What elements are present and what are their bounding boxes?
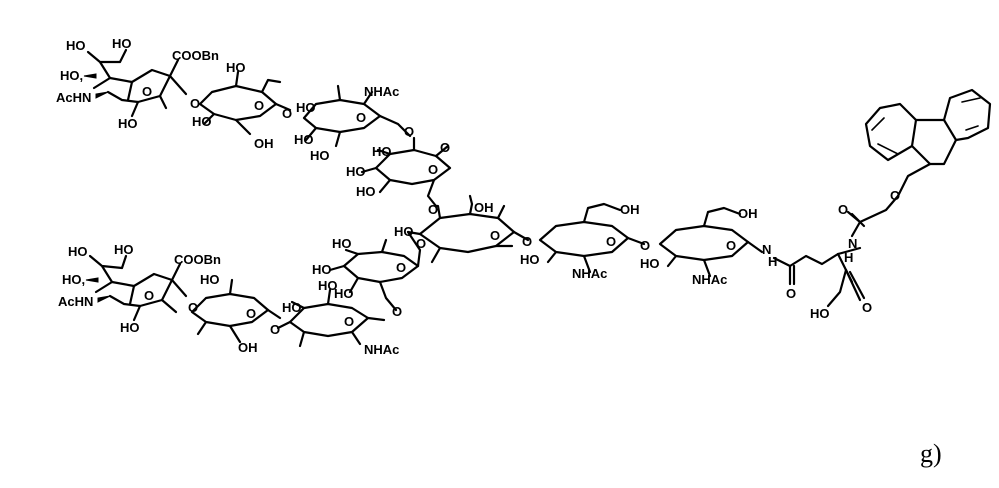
label-glycosidic-oxygen: O <box>190 96 200 111</box>
label-carbamate-hydrogen: H <box>844 250 853 265</box>
label-ho: HO <box>118 116 138 131</box>
label-ho: HO <box>394 224 414 239</box>
label-glycosidic-oxygen: O <box>282 106 292 121</box>
label-ho: HO, <box>62 272 85 287</box>
lower-sialic-acid-ring <box>86 256 186 320</box>
label-oh: OH <box>254 136 274 151</box>
label-ester-oxygen: O <box>890 188 900 203</box>
label-coobn: COOBn <box>174 252 221 267</box>
label-amide-hydrogen: H <box>768 254 777 269</box>
label-acid-carbonyl-oxygen: O <box>862 300 872 315</box>
upper-galactose-ring <box>200 72 290 134</box>
upper-sialic-acid-ring <box>84 50 186 116</box>
label-ring-oxygen: O <box>606 234 616 249</box>
label-oh: OH <box>620 202 640 217</box>
label-ho: HO <box>296 100 316 115</box>
label-ho: HO <box>112 36 132 51</box>
label-ho: HO, <box>60 68 83 83</box>
label-ring-oxygen: O <box>490 228 500 243</box>
label-ho: HO <box>68 244 88 259</box>
label-ho: HO <box>346 164 366 179</box>
label-ho: HO <box>226 60 246 75</box>
label-glycosidic-oxygen: O <box>270 322 280 337</box>
label-ring-oxygen: O <box>246 306 256 321</box>
label-ring-oxygen: O <box>726 238 736 253</box>
lower-glcnac-ring <box>278 290 384 346</box>
label-carbonyl-oxygen: O <box>786 286 796 301</box>
label-glycosidic-oxygen: O <box>522 234 532 249</box>
label-ring-oxygen: O <box>396 260 406 275</box>
figure-caption: g) <box>920 439 942 468</box>
label-oh: OH <box>238 340 258 355</box>
label-glycosidic-oxygen: O <box>428 202 438 217</box>
label-oh: OH <box>738 206 758 221</box>
label-acid-hydroxyl: HO <box>810 306 830 321</box>
label-nhac: NHAc <box>364 84 399 99</box>
label-ring-oxygen: O <box>344 314 354 329</box>
label-ho: HO <box>294 132 314 147</box>
label-achn: AcHN <box>58 294 93 309</box>
label-ho: HO <box>356 184 376 199</box>
label-ring-oxygen: O <box>428 162 438 177</box>
label-nhac: NHAc <box>572 266 607 281</box>
label-ho: HO <box>332 236 352 251</box>
label-ring-oxygen: O <box>254 98 264 113</box>
label-ho: HO <box>310 148 330 163</box>
label-ho: HO <box>318 278 338 293</box>
label-carbamate-carbonyl-oxygen: O <box>838 202 848 217</box>
core-mannose-ring <box>408 196 528 262</box>
label-achn: AcHN <box>56 90 91 105</box>
label-ho: HO <box>200 272 220 287</box>
label-ho: HO <box>372 144 392 159</box>
fmoc-fluorenyl-group <box>866 90 990 196</box>
label-glycosidic-oxygen: O <box>404 124 414 139</box>
label-nhac: NHAc <box>692 272 727 287</box>
label-nhac: NHAc <box>364 342 399 357</box>
label-ho: HO <box>640 256 660 271</box>
label-glycosidic-oxygen: O <box>416 236 426 251</box>
label-ho: HO <box>282 300 302 315</box>
label-ho: HO <box>120 320 140 335</box>
label-glycosidic-oxygen: O <box>188 300 198 315</box>
label-ho: HO <box>192 114 212 129</box>
label-carbamate-nitrogen: N <box>848 236 857 251</box>
label-glycosidic-oxygen: O <box>440 140 450 155</box>
label-glycosidic-oxygen: O <box>392 304 402 319</box>
lower-galactose-ring <box>192 280 280 342</box>
label-ring-oxygen: O <box>144 288 154 303</box>
label-ho: HO <box>114 242 134 257</box>
label-coobn: COOBn <box>172 48 219 63</box>
label-glycosidic-oxygen: O <box>640 238 650 253</box>
label-ho: HO <box>312 262 332 277</box>
label-ho: HO <box>520 252 540 267</box>
label-ring-oxygen: O <box>356 110 366 125</box>
label-ho: HO <box>66 38 86 53</box>
label-ring-oxygen: O <box>142 84 152 99</box>
label-oh: OH <box>474 200 494 215</box>
